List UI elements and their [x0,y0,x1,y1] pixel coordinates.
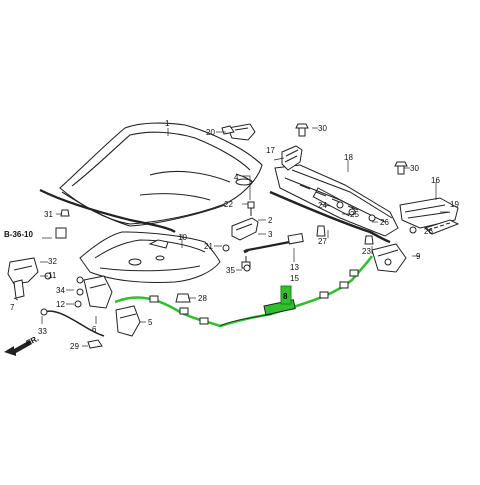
label-part-21: 21 [204,242,213,251]
clip-26 [368,214,417,234]
clip-31 [60,209,70,217]
label-part-13: 13 [290,263,299,272]
cowl-molding [423,219,460,235]
label-part-5: 5 [148,318,153,327]
front-direction-indicator: FR. [4,334,40,356]
clip-24 [336,201,344,209]
clip-21 [222,244,230,252]
label-part-28: 28 [198,294,207,303]
leader-lines [13,127,448,347]
label-part-20: 20 [206,128,215,137]
clip-30-top [295,123,309,137]
label-part-27: 27 [318,237,327,246]
clip-25 [348,208,356,216]
clip-28 [175,293,191,303]
latch-3 [83,275,113,309]
label-part-8: 8 [283,292,288,301]
clip-30-right [394,161,408,175]
label-part-26-mid: 26 [380,218,389,227]
label-part-32: 32 [48,257,57,266]
highlighted-part-callout: 8 [280,285,292,305]
small-clips [40,227,103,349]
reference-code: B-36-10 [4,230,33,239]
hood-insulator [79,231,221,283]
part-labels: 1 20 30 17 18 30 16 19 24 25 26 26 31 B-… [4,119,459,351]
label-part-1: 1 [165,119,170,128]
bolt-35 [243,264,251,272]
label-part-30-top: 30 [318,124,327,133]
hinge-bracket [231,217,259,241]
hood-latch-9 [371,243,407,273]
label-part-2: 2 [268,216,273,225]
label-part-29: 29 [70,342,79,351]
lever-6 [43,310,105,337]
cable-clips [149,269,359,325]
label-part-33: 33 [38,327,47,336]
clip-23 [364,235,374,245]
cowl-seal [269,190,391,244]
bolt-22 [247,201,255,216]
label-part-4: 4 [234,173,239,182]
label-part-10: 10 [178,233,187,242]
label-part-16: 16 [431,176,440,185]
prop-rod [243,232,304,254]
label-part-3: 3 [268,230,273,239]
cowl-top-cover [274,164,399,237]
label-part-12: 12 [56,300,65,309]
label-part-19: 19 [450,200,459,209]
label-part-25: 25 [350,210,359,219]
label-part-22: 22 [224,200,233,209]
label-part-18: 18 [344,153,353,162]
hood-hinge [227,123,256,141]
label-part-34: 34 [56,286,65,295]
label-part-24: 24 [318,201,327,210]
label-part-23: 23 [362,247,371,256]
cowl-side-cover [399,197,459,229]
label-part-9: 9 [416,252,421,261]
side-bracket-32 [7,257,39,285]
label-part-11: 11 [48,271,57,280]
cowl-end-clip [281,145,303,171]
hood-panel [59,122,263,227]
label-part-6: 6 [92,325,97,334]
label-part-15: 15 [290,274,299,283]
bracket-7 [13,279,25,299]
label-part-7: 7 [10,303,15,312]
label-part-35: 35 [226,266,235,275]
clip-27 [316,225,326,237]
label-part-26-right: 26 [424,227,433,236]
label-part-31: 31 [44,210,53,219]
hood-seal-strip [39,189,176,233]
latch-5 [115,305,141,337]
label-part-17: 17 [266,146,275,155]
label-part-30-right: 30 [410,164,419,173]
